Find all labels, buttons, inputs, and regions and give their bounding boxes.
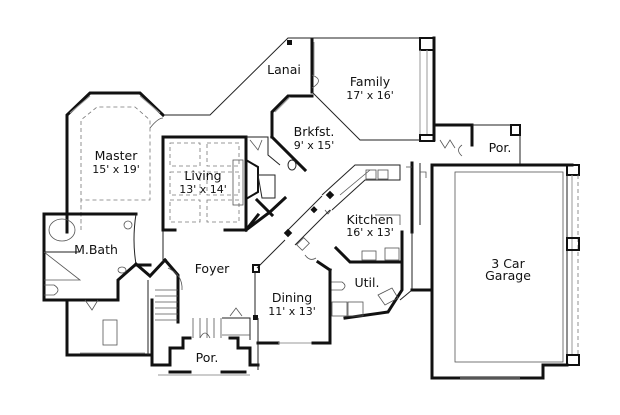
room-label-living: Living <box>184 168 221 183</box>
room-label-dining: Dining <box>272 290 312 305</box>
room-label-brkfst: Brkfst. <box>294 124 335 139</box>
family-room-walls <box>310 36 436 142</box>
room-dims-family: 17' x 16' <box>346 89 394 102</box>
room-dims-brkfst: 9' x 15' <box>294 139 335 152</box>
room-label-foyer: Foyer <box>195 261 230 276</box>
room-label-family: Family <box>350 74 391 89</box>
lanai-outline <box>165 37 312 116</box>
room-labels: Lanai Family 17' x 16' Brkfst. 9' x 15' … <box>74 62 531 365</box>
room-dims-kitchen: 16' x 13' <box>346 226 394 239</box>
living-walls <box>161 135 276 232</box>
master-bath-walls <box>42 212 152 311</box>
room-label-por-front: Por. <box>196 350 219 365</box>
room-label-master: Master <box>95 148 139 163</box>
room-label-kitchen: Kitchen <box>347 212 394 227</box>
room-label-lanai: Lanai <box>267 62 301 77</box>
room-label-garage: 3 Car <box>491 256 525 271</box>
room-dims-master: 15' x 19' <box>92 163 140 176</box>
room-label-garage-2: Garage <box>485 268 531 283</box>
room-label-util: Util. <box>355 275 380 290</box>
rear-porch <box>432 123 521 165</box>
breakfast-walls <box>269 94 314 173</box>
room-label-mbath: M.Bath <box>74 242 118 257</box>
garage-walls <box>410 163 580 380</box>
dining-walls <box>252 239 333 370</box>
foyer-walls <box>133 212 261 357</box>
room-label-por-rear: Por. <box>489 140 512 155</box>
room-dims-living: 13' x 14' <box>179 183 227 196</box>
lower-left-room <box>65 280 154 357</box>
diagonal-hall <box>283 195 331 251</box>
hall-walls <box>243 136 288 233</box>
kitchen-walls <box>310 161 421 234</box>
room-dims-dining: 11' x 13' <box>268 305 316 318</box>
master-walls <box>65 91 166 234</box>
front-porch <box>150 307 260 376</box>
